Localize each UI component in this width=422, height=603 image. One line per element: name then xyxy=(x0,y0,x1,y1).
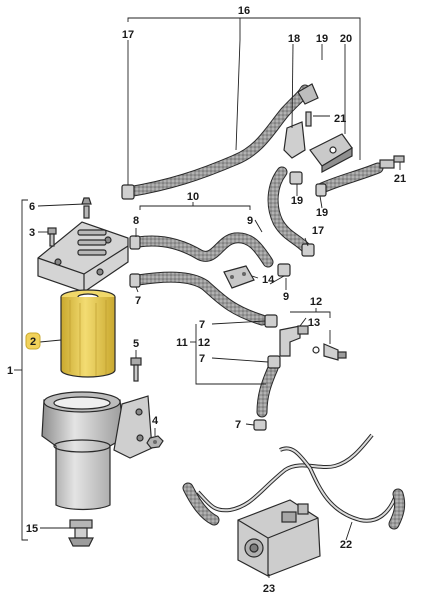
clamp-part-7-low xyxy=(253,419,267,431)
bolt-part-3 xyxy=(47,227,57,247)
callout-21-upper: 21 xyxy=(334,113,346,125)
callout-15: 15 xyxy=(26,523,38,535)
callout-17-right: 17 xyxy=(312,225,324,237)
callout-6: 6 xyxy=(29,201,35,213)
hose-part-10-lower xyxy=(133,272,267,325)
callout-20: 20 xyxy=(340,33,352,45)
callout-17-top: 17 xyxy=(122,29,134,41)
callout-11: 11 xyxy=(176,337,188,349)
bracket-part-18 xyxy=(283,83,319,159)
bracket-part-1 xyxy=(21,199,28,541)
high-pressure-pump-part-23 xyxy=(237,499,321,577)
callout-1: 1 xyxy=(7,365,13,377)
callout-7-a: 7 xyxy=(199,319,205,331)
callout-7-b: 7 xyxy=(199,353,205,365)
callout-23: 23 xyxy=(263,583,275,595)
sensor-part-12 xyxy=(312,343,347,361)
valve-part-20 xyxy=(309,133,353,173)
callout-19-right: 19 xyxy=(316,207,328,219)
hose-lower-vertical xyxy=(257,363,278,417)
callout-12-top: 12 xyxy=(310,296,322,308)
fuel-line-part-22 xyxy=(197,434,373,512)
callout-8: 8 xyxy=(133,215,139,227)
clamp-part-7-upper xyxy=(129,273,141,288)
holder-part-14 xyxy=(223,265,255,289)
clamp-part-19-upper xyxy=(289,171,303,185)
callout-5: 5 xyxy=(133,338,139,350)
clamp-part-7-mid xyxy=(267,355,281,369)
connector-part-21-upper xyxy=(305,111,312,127)
filter-element xyxy=(60,289,116,378)
hose-right-loop xyxy=(268,167,311,253)
callout-21-right: 21 xyxy=(394,173,406,185)
callout-16: 16 xyxy=(238,5,250,17)
callout-13: 13 xyxy=(308,317,320,329)
clamp-part-8 xyxy=(129,235,141,250)
callout-12-left: 12 xyxy=(198,337,210,349)
clamp-top-left xyxy=(121,184,135,200)
callout-9-top: 9 xyxy=(247,215,253,227)
callout-19-mid: 19 xyxy=(291,195,303,207)
callout-14: 14 xyxy=(262,274,275,286)
callout-19-top: 19 xyxy=(316,33,328,45)
callout-7-low: 7 xyxy=(235,419,241,431)
callout-4: 4 xyxy=(152,415,159,427)
callout-3: 3 xyxy=(29,227,35,239)
filter-housing xyxy=(41,391,153,511)
nut-part-4 xyxy=(146,435,164,449)
callout-9-low: 9 xyxy=(283,291,289,303)
callout-18: 18 xyxy=(288,33,300,45)
callout-22: 22 xyxy=(340,539,352,551)
hose-part-19-right xyxy=(317,163,383,193)
filter-head xyxy=(37,197,129,293)
bolt-part-5 xyxy=(130,357,142,382)
callout-7-upper: 7 xyxy=(135,295,141,307)
clamp-part-9 xyxy=(277,263,291,277)
callout-2: 2 xyxy=(30,336,36,348)
callout-10: 10 xyxy=(187,191,199,203)
clamp-part-17-right xyxy=(301,243,315,257)
connector-part-21-right xyxy=(379,155,405,169)
tee-connector-part-13 xyxy=(264,314,309,357)
highlight-badge-part-2 xyxy=(25,332,41,350)
drain-plug-part-15 xyxy=(68,519,94,547)
clamp-part-19-lower xyxy=(315,183,327,197)
hose-part-10-upper xyxy=(133,233,273,267)
